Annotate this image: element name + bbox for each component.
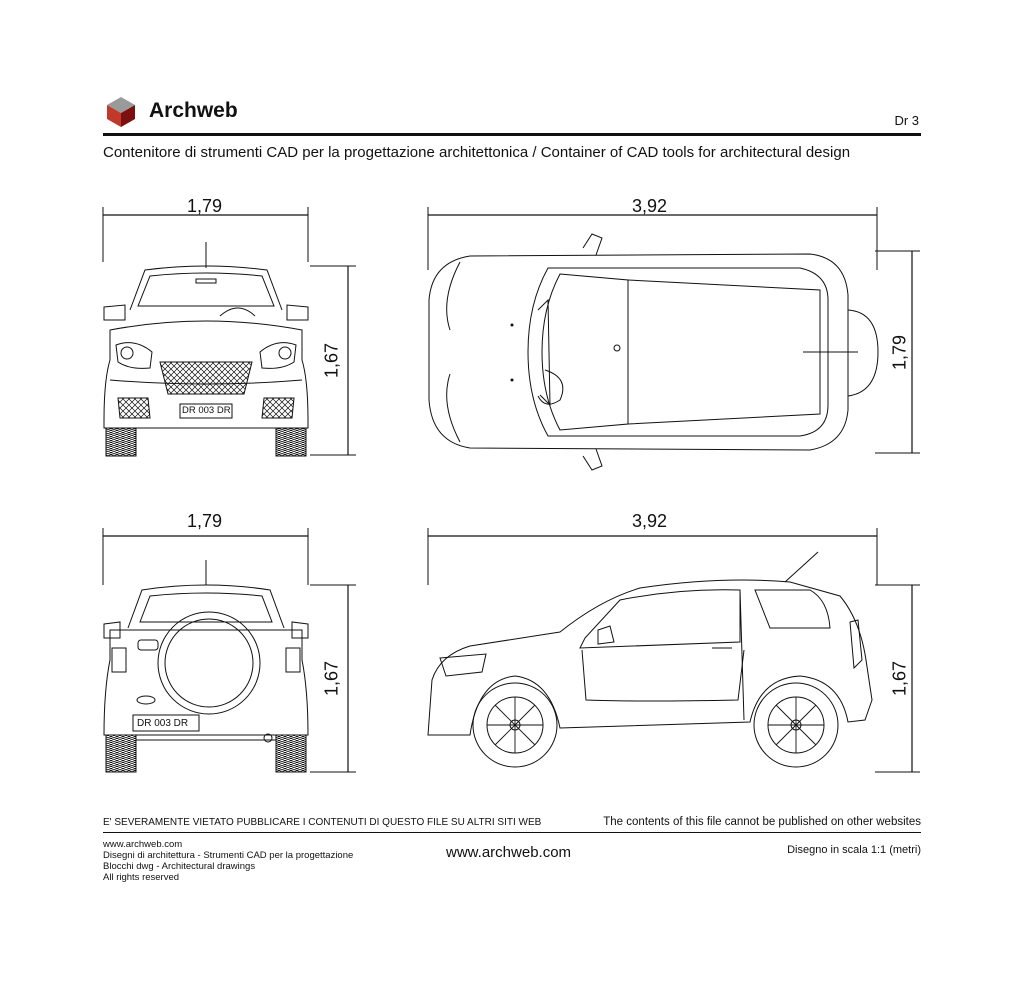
side-view: [428, 552, 872, 767]
side-length-label: 3,92: [632, 511, 668, 531]
scale-note: Disegno in scala 1:1 (metri): [787, 844, 921, 856]
brand-name: Archweb: [149, 99, 238, 122]
front-plate: DR 003 DR: [182, 405, 231, 416]
side-height-label: 1,67: [889, 660, 910, 697]
top-length-label: 3,92: [632, 196, 668, 216]
drawing-code: Dr 3: [894, 113, 919, 128]
warning-english: The contents of this file cannot be publ…: [603, 816, 921, 828]
rear-width-label: 1,79: [187, 511, 223, 531]
front-height-label: 1,67: [321, 342, 342, 379]
dimension-lines: [103, 207, 920, 772]
warning-italian: E' SEVERAMENTE VIETATO PUBBLICARE I CONT…: [103, 817, 542, 828]
rear-height-label: 1,67: [321, 660, 342, 697]
front-view: [104, 242, 308, 456]
rear-view: [104, 560, 308, 772]
top-view: [429, 234, 878, 470]
footer-line-1: www.archweb.com: [103, 839, 183, 850]
rear-plate: DR 003 DR: [137, 718, 189, 729]
front-width-label: 1,79: [187, 196, 223, 216]
subtitle: Contenitore di strumenti CAD per la prog…: [103, 144, 851, 161]
footer-line-2: Disegni di architettura - Strumenti CAD …: [103, 850, 354, 861]
footer-site-link[interactable]: www.archweb.com: [446, 844, 572, 861]
top-width-label: 1,79: [889, 334, 910, 371]
footer-line-4: All rights reserved: [103, 872, 180, 883]
footer-line-3: Blocchi dwg - Architectural drawings: [103, 861, 256, 872]
footer-rule: [103, 832, 921, 833]
header-rule: [103, 133, 921, 136]
